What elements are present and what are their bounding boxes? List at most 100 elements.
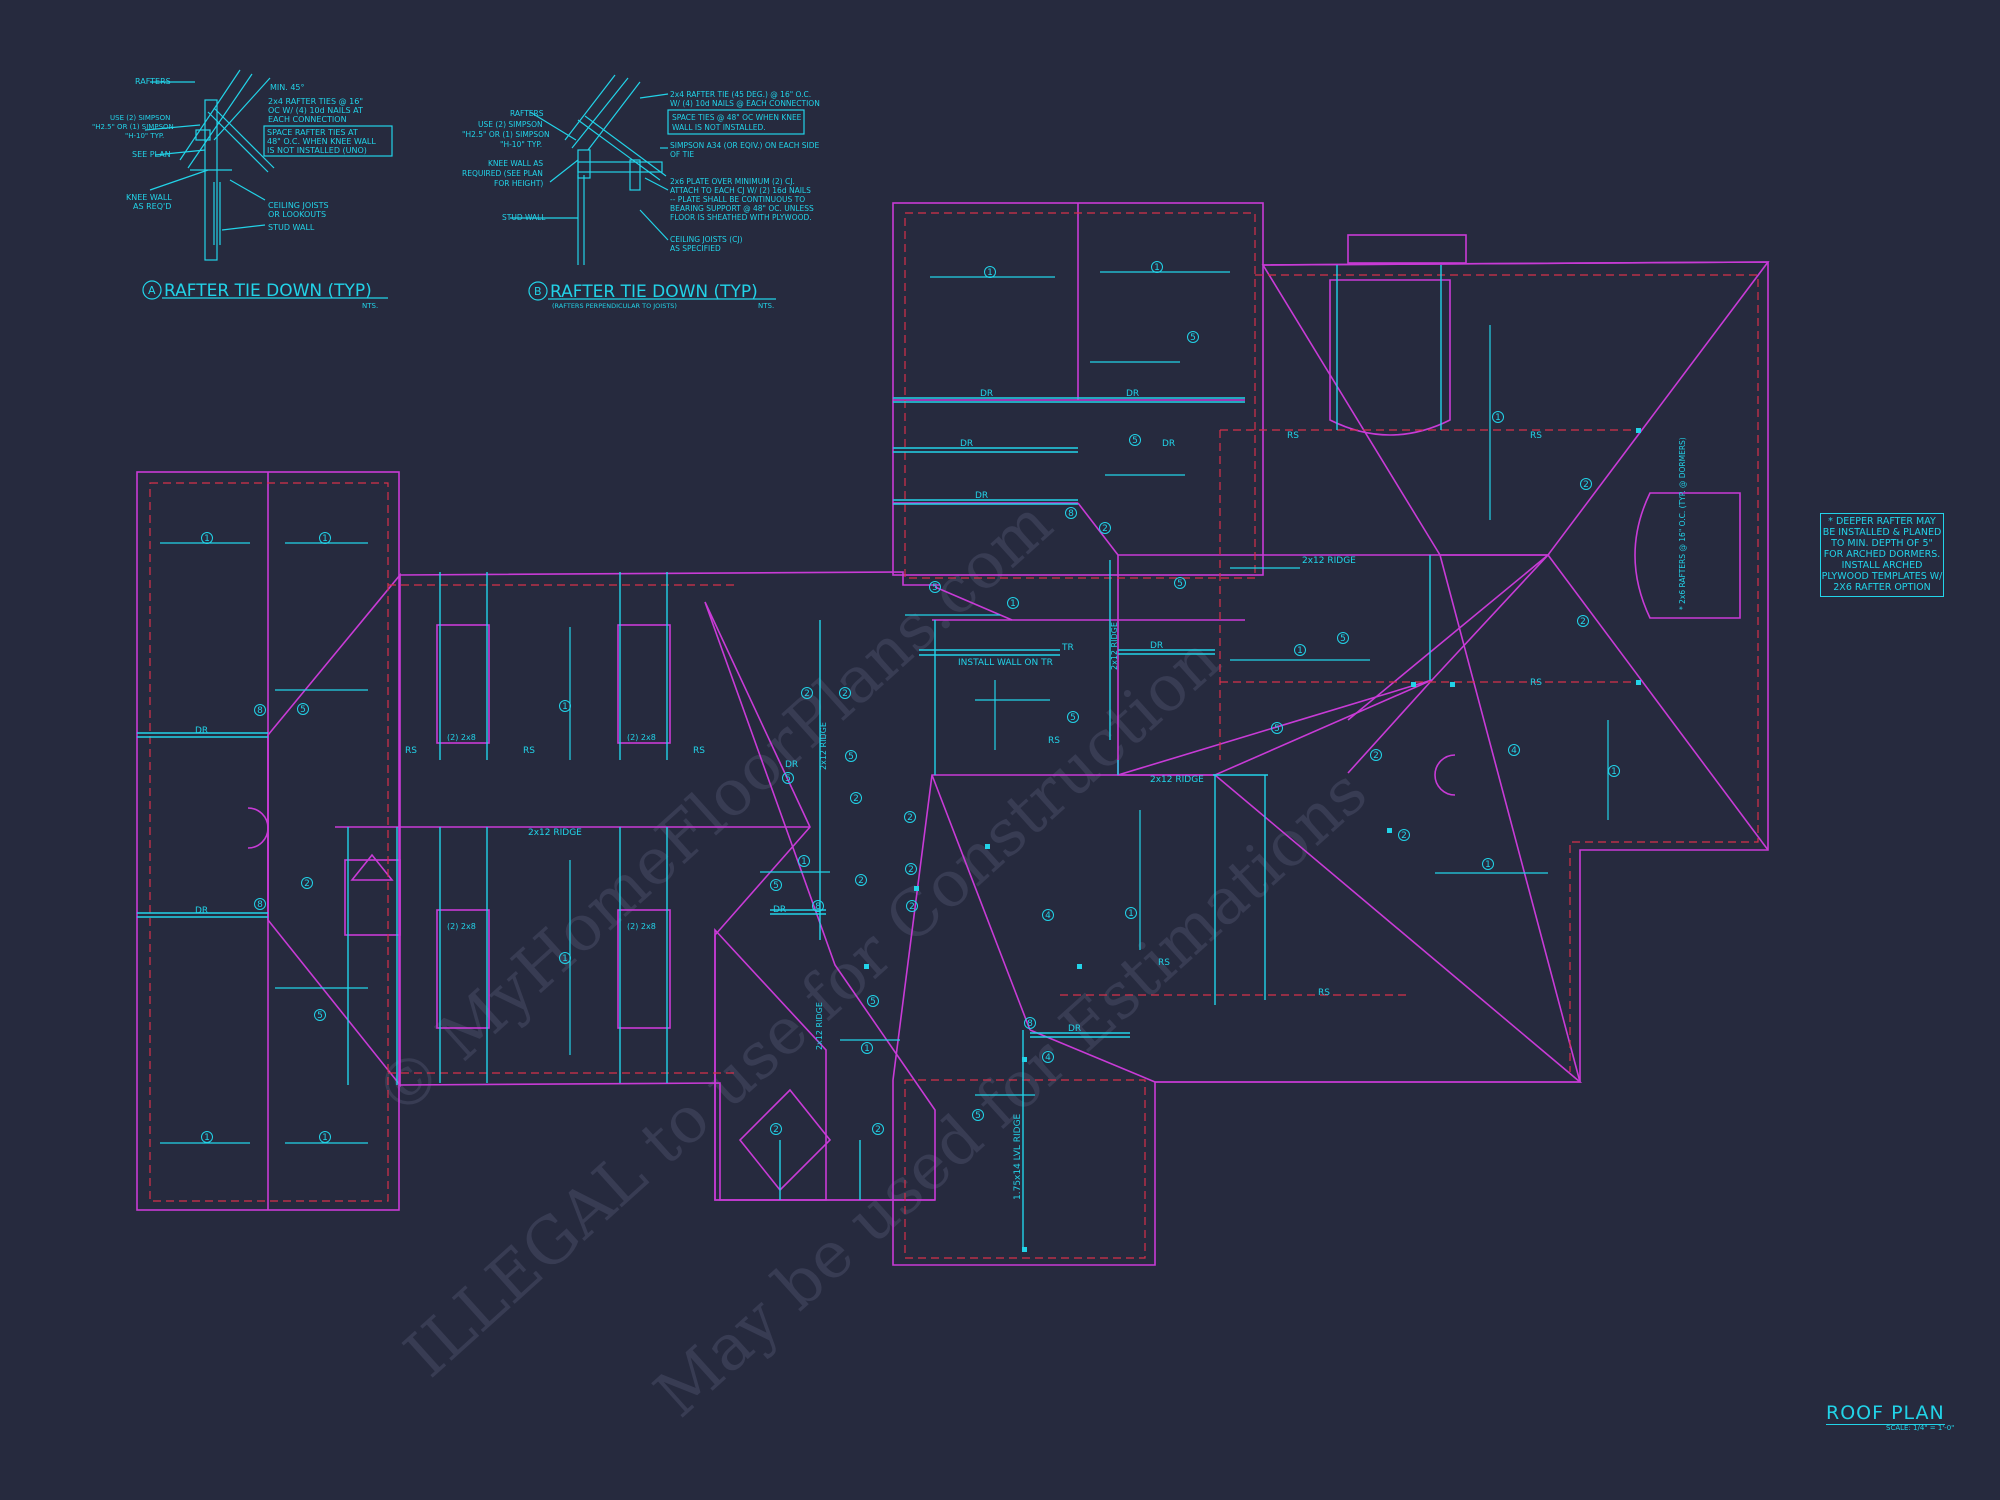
note-b-knee-1: KNEE WALL AS — [488, 159, 543, 168]
label-ridge-vertical: 2x12 RIDGE — [1110, 622, 1119, 670]
framing — [137, 265, 1442, 1250]
label-rs: RS — [1530, 678, 1542, 688]
pitch-marker: 8 — [1068, 509, 1074, 519]
note-simpson-3: "H-10" TYP. — [125, 132, 164, 140]
pitch-marker: 1 — [1611, 767, 1617, 777]
note-knee-1: KNEE WALL — [126, 193, 172, 202]
pitch-marker: 5 — [785, 774, 791, 784]
sheet-scale: SCALE: 1/4" = 1'-0" — [1886, 1424, 1955, 1432]
note-rafters: RAFTERS — [135, 77, 171, 86]
note-b-tie-1: 2x4 RAFTER TIE (45 DEG.) @ 16" O.C. — [670, 90, 811, 99]
pitch-marker: 2 — [1401, 831, 1407, 841]
label-install-wall: INSTALL WALL ON TR — [958, 658, 1053, 668]
note-cj-1: CEILING JOISTS — [268, 201, 329, 210]
note-b-plate-5: FLOOR IS SHEATHED WITH PLYWOOD. — [670, 213, 812, 222]
detail-b-marker: B — [534, 285, 542, 298]
watermark-line-1: © MyHomeFloorPlans.com — [361, 486, 1066, 1132]
pitch-marker: 2 — [1373, 751, 1379, 761]
pitch-marker: 5 — [1132, 436, 1138, 446]
wall-lines — [149, 212, 1759, 1259]
slope-arrows — [160, 271, 1609, 1144]
note-cj-2: OR LOOKOUTS — [268, 210, 326, 219]
pitch-marker: 2 — [1583, 480, 1589, 490]
pitch-marker: 5 — [1274, 724, 1280, 734]
note-b-knee-3: FOR HEIGHT) — [494, 179, 543, 188]
note-b-stud: STUD WALL — [502, 213, 546, 222]
pitch-marker: 8 — [257, 900, 263, 910]
pitch-marker: 1 — [1495, 413, 1501, 423]
note-ties-1: 2x4 RAFTER TIES @ 16" — [268, 97, 363, 106]
pitch-marker: 5 — [848, 752, 854, 762]
note-b-plate-3: -- PLATE SHALL BE CONTINUOUS TO — [670, 195, 805, 204]
label-dr: DR — [1126, 389, 1139, 399]
pitch-marker: 1 — [322, 534, 328, 544]
pitch-marker: 5 — [1340, 634, 1346, 644]
pitch-marker: 1 — [204, 534, 210, 544]
pitch-marker: 2 — [907, 813, 913, 823]
pitch-marker: 1 — [322, 1133, 328, 1143]
dormer-note-box: * DEEPER RAFTER MAY BE INSTALLED & PLANE… — [1820, 513, 1944, 597]
pitch-marker: 4 — [1045, 911, 1051, 921]
note-knee-2: AS REQ'D — [133, 202, 171, 211]
label-ridge-vertical: 2x12 RIDGE — [819, 722, 828, 770]
pitch-marker: 8 — [1027, 1019, 1033, 1029]
note-space-3: IS NOT INSTALLED (UNO) — [267, 146, 367, 155]
label-ridge: 2x12 RIDGE — [1302, 556, 1356, 566]
label-rs: RS — [1048, 736, 1060, 746]
note-b-space-1: SPACE TIES @ 48" OC WHEN KNEE — [672, 113, 802, 122]
watermark: © MyHomeFloorPlans.com ILLEGAL to use fo… — [361, 486, 1381, 1432]
label-rs: RS — [693, 746, 705, 756]
pitch-marker: 5 — [317, 1011, 323, 1021]
pitch-marker: 1 — [1128, 909, 1134, 919]
label-tr: TR — [1061, 643, 1074, 653]
note-space-1: SPACE RAFTER TIES AT — [267, 128, 358, 137]
label-ridge: 2x12 RIDGE — [528, 828, 582, 838]
pitch-marker: 2 — [842, 689, 848, 699]
label-dr: DR — [980, 389, 993, 399]
label-lvl-ridge: 1.75x14 LVL RIDGE — [1013, 1113, 1023, 1200]
label-rs: RS — [405, 746, 417, 756]
note-b-space-2: WALL IS NOT INSTALLED. — [672, 123, 766, 132]
note-b-tie-2: W/ (4) 10d NAILS @ EACH CONNECTION — [670, 99, 820, 108]
label-dr: DR — [195, 726, 208, 736]
pitch-marker: 2 — [858, 876, 864, 886]
note-b-rafters: RAFTERS — [510, 109, 544, 118]
pitch-marker: 2 — [909, 902, 915, 912]
note-b-plate-2: ATTACH TO EACH CJ W/ (2) 16d NAILS — [670, 186, 811, 195]
pitch-marker: 1 — [562, 702, 568, 712]
pitch-marker: 4 — [1045, 1053, 1051, 1063]
pitch-marker: 5 — [773, 881, 779, 891]
pitch-marker: 5 — [300, 705, 306, 715]
detail-a-title: RAFTER TIE DOWN (TYP) — [164, 281, 372, 301]
note-b-cj-1: CEILING JOISTS (CJ) — [670, 235, 743, 244]
note-b-a34-1: SIMPSON A34 (OR EQIV.) ON EACH SIDE — [670, 141, 819, 150]
detail-a-marker: A — [148, 284, 156, 297]
pitch-marker: 1 — [1154, 263, 1160, 273]
note-simpson-2: "H2.5" OR (1) SIMPSON — [92, 123, 174, 131]
label-rs: RS — [1318, 988, 1330, 998]
pitch-marker: 1 — [801, 857, 807, 867]
pitch-marker: 2 — [804, 689, 810, 699]
pitch-marker: 5 — [1177, 579, 1183, 589]
note-min45: MIN. 45° — [270, 83, 305, 92]
pitch-marker: 1 — [1010, 599, 1016, 609]
label-rs: RS — [523, 746, 535, 756]
pitch-marker: 8 — [815, 902, 821, 912]
sheet-title: ROOF PLAN — [1826, 1402, 1945, 1425]
pitch-marker: 1 — [562, 954, 568, 964]
label-dr: DR — [1068, 1024, 1081, 1034]
pitch-marker: 5 — [870, 997, 876, 1007]
note-ties-3: EACH CONNECTION — [268, 115, 347, 124]
pitch-marker: 8 — [257, 706, 263, 716]
label-dormer-rafters: * 2x6 RAFTERS @ 16" O.C. (TYP. @ DORMERS… — [1678, 437, 1687, 610]
pitch-marker: 2 — [853, 794, 859, 804]
label-rs: RS — [1530, 431, 1542, 441]
pitch-marker: 1 — [204, 1133, 210, 1143]
pitch-markers: 1 1 1 1 1 1 1 1 1 1 1 1 1 1 1 1 5 5 5 — [201, 261, 1620, 1143]
pitch-marker: 1 — [864, 1044, 870, 1054]
note-b-cj-2: AS SPECIFIED — [670, 244, 721, 253]
note-simpson-1: USE (2) SIMPSON — [110, 114, 170, 122]
note-space-2: 48" O.C. WHEN KNEE WALL — [267, 137, 376, 146]
pitch-marker: 1 — [1297, 646, 1303, 656]
